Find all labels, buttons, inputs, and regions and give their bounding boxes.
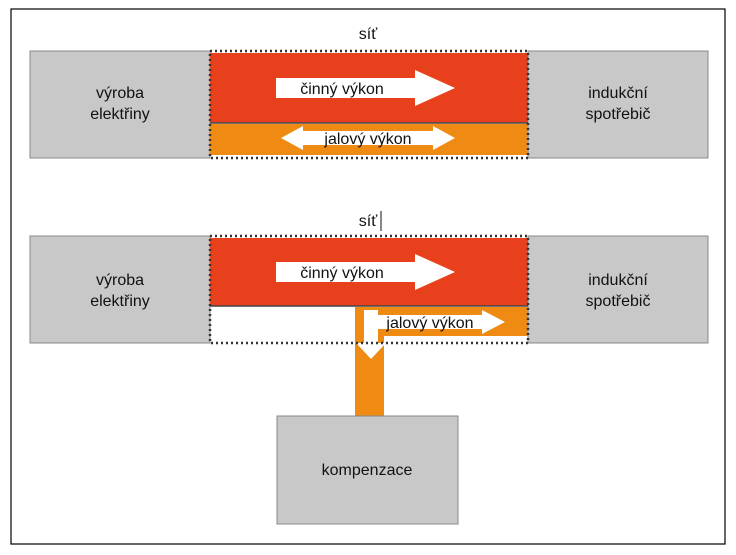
top-reactive-power-arrow — [281, 126, 455, 150]
bottom-generator-label-line2: elektřiny — [90, 293, 150, 310]
bottom-active-power-label: činný výkon — [300, 265, 384, 282]
top-consumer-label-line2: spotřebič — [586, 106, 651, 123]
top-reactive-power-label: jalový výkon — [323, 131, 411, 148]
bottom-network-border — [208, 234, 530, 345]
bottom-reactive-power-label: jalový výkon — [385, 315, 473, 332]
bottom-generator-label-line1: výroba — [96, 272, 144, 289]
top-generator-label-line2: elektřiny — [90, 106, 150, 123]
top-generator-box — [29, 50, 211, 159]
top-consumer-box — [527, 50, 709, 159]
top-generator-label-line1: výroba — [96, 85, 144, 102]
bottom-reactive-power-arrow-down — [356, 310, 386, 359]
bottom-consumer-label-line2: spotřebič — [586, 293, 651, 310]
top-active-power-arrow — [276, 70, 455, 106]
bottom-reactive-power-arrow-right — [375, 310, 505, 334]
bottom-generator-box — [29, 235, 211, 344]
top-active-power-label: činný výkon — [300, 81, 384, 98]
top-network-label: síť — [359, 26, 378, 43]
bottom-network-label: síť — [359, 213, 378, 230]
top-consumer-label-line1: indukční — [588, 85, 648, 102]
bottom-scheme: síť výroba elektřiny indukční spotřebič … — [29, 211, 709, 525]
top-scheme: síť výroba elektřiny indukční spotřebič … — [29, 26, 709, 160]
compensation-label: kompenzace — [322, 462, 413, 479]
bottom-consumer-label-line1: indukční — [588, 272, 648, 289]
bottom-active-power-arrow — [276, 254, 455, 290]
bottom-consumer-box — [527, 235, 709, 344]
compensation-box — [276, 415, 459, 525]
bottom-reactive-power-path — [355, 307, 528, 416]
top-network-border — [208, 49, 530, 160]
